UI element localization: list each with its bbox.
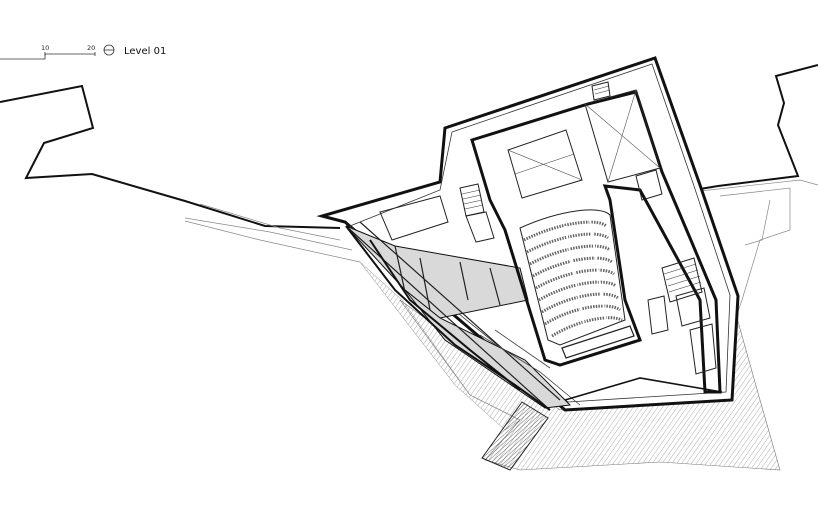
building-outline xyxy=(316,56,740,412)
terrain-thin-lines xyxy=(184,179,818,321)
terrain-contour-right xyxy=(699,64,818,190)
scale-tick-10: 10 xyxy=(41,44,49,52)
scale-bar: 10 20 xyxy=(0,44,96,60)
south-wall xyxy=(564,377,723,401)
building-outline-inner xyxy=(349,63,731,403)
corridor-lines xyxy=(345,221,561,411)
level-title: Level 01 xyxy=(124,46,166,57)
service-room xyxy=(584,89,661,183)
stage-area xyxy=(507,129,583,199)
terrain-contour-left xyxy=(0,84,341,229)
north-arrow-icon xyxy=(103,44,115,56)
stair-treads xyxy=(461,85,702,293)
southwest-walls xyxy=(345,225,551,411)
exterior-stair xyxy=(481,401,549,471)
scale-tick-20: 20 xyxy=(87,44,95,52)
ramp-edge xyxy=(479,329,581,406)
service-cores xyxy=(379,81,717,375)
auditorium-seating xyxy=(519,209,635,359)
ramp-gray-zone xyxy=(404,289,572,409)
